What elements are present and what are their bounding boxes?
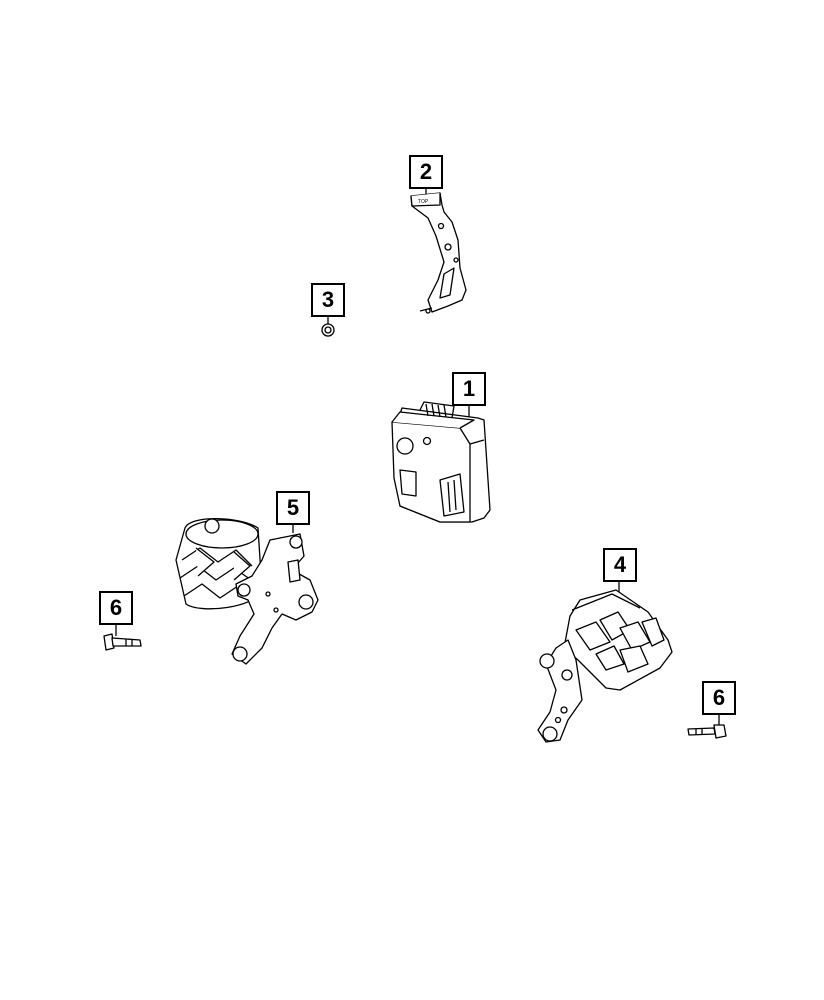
callout-number: 6 [712,685,726,710]
callout-4: 4 [603,548,637,582]
callout-2: 2 [409,155,443,189]
engine-mount-part-5 [176,519,318,664]
callout-number: 1 [462,376,476,401]
callout-6-left: 6 [99,591,133,625]
callout-5: 5 [276,491,310,525]
callout-number: 3 [321,287,335,312]
callout-number: 4 [613,552,627,577]
callout-number: 2 [419,159,433,184]
bolt-part-6-right [688,715,726,738]
callout-1: 1 [452,372,486,406]
callout-number: 6 [109,595,123,620]
bracket-part-2: TOP [411,189,466,313]
svg-text:TOP: TOP [418,199,429,205]
callout-6-right: 6 [702,681,736,715]
control-module-part-1 [392,402,490,522]
nut-part-3 [322,317,334,336]
callout-3: 3 [311,283,345,317]
callout-number: 5 [286,495,300,520]
engine-mount-part-4 [538,582,672,742]
bolt-part-6-left [104,625,141,650]
